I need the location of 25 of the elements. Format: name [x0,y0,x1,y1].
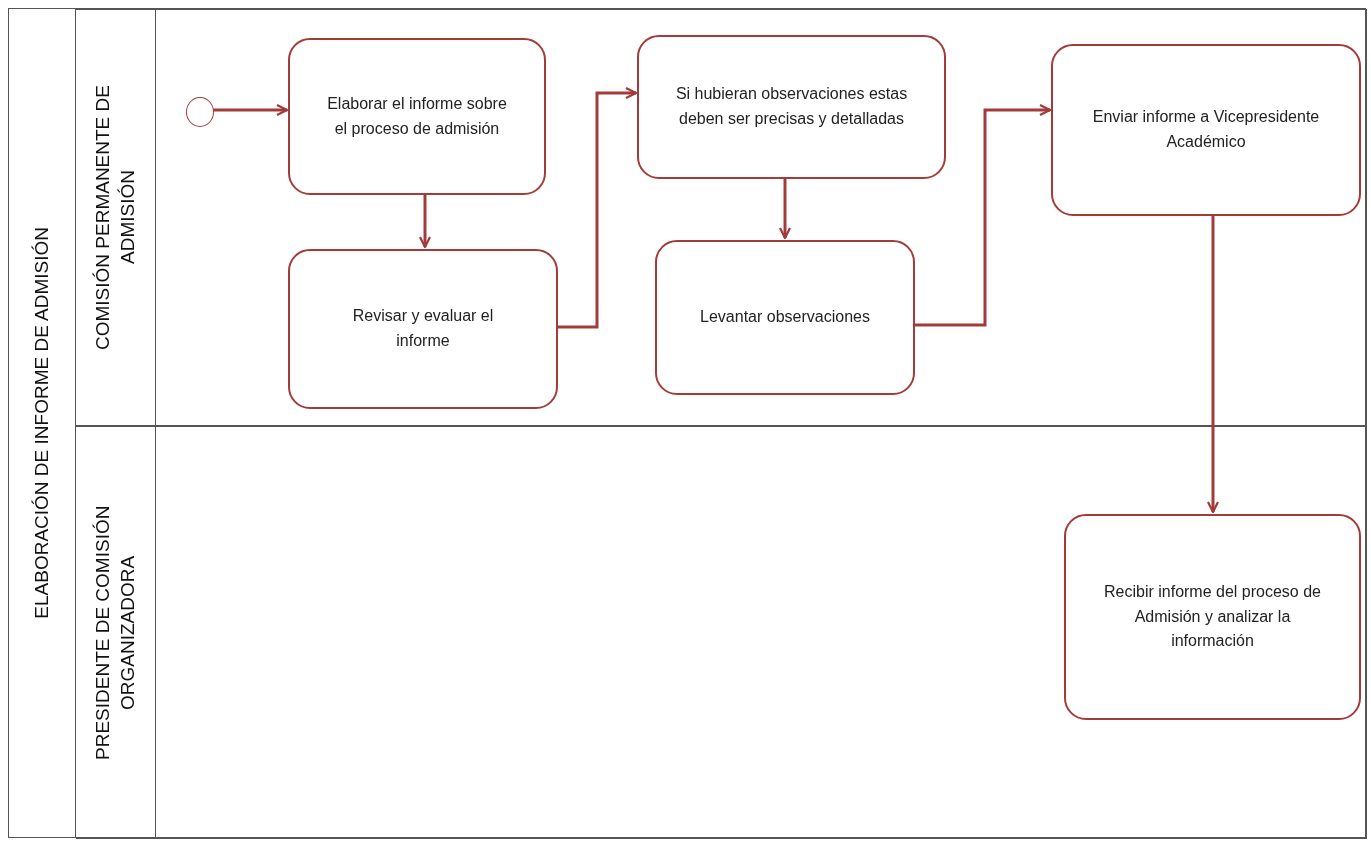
process-text: Recibir informe del proceso de Admisión y analizar la información [1103,581,1322,652]
process-box [1051,44,1361,216]
process-box [288,38,546,195]
arrow [914,103,1052,327]
process-text: Enviar informe a Vicepresidente Académico [1091,107,1321,152]
process-text: Levantar observaciones [700,307,870,328]
arrow [1206,214,1220,514]
lane-title: ELABORACIÓN DE INFORME DE ADMISIÓN [29,227,53,619]
swimlane [76,426,1367,839]
lane-title: PRESIDENTE DE COMISIÓN ORGANIZADORA [90,504,139,762]
process-text: Si hubieran observaciones estas deben ser precisas y detalladas [674,84,909,129]
arrow [557,86,638,329]
arrow [778,177,792,240]
process-box [288,249,558,409]
arrow [418,193,432,249]
start-event-circle [186,97,214,127]
swimlane [76,9,1367,426]
process-box [655,240,915,395]
process-text: Revisar y evaluar el informe [351,306,495,351]
pool-frame [8,8,1366,838]
process-box [1064,514,1361,720]
lane-title: COMISIÓN PERMANENTE DE ADMISIÓN [90,84,139,352]
arrow [213,103,289,117]
process-box [637,35,946,179]
process-text: Elaborar el informe sobre el proceso de admisión [326,93,508,139]
